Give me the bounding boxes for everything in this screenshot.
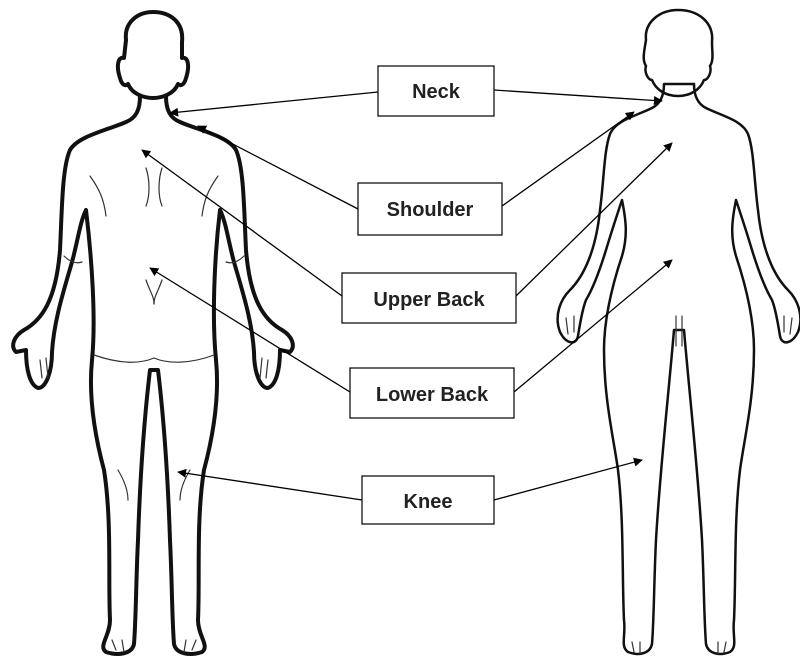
label-neck: Neck — [378, 66, 494, 116]
knee-arrow-male — [178, 472, 362, 500]
label-lower-back-text: Lower Back — [376, 384, 489, 406]
neck-arrow-male — [170, 92, 378, 113]
label-knee-text: Knee — [404, 491, 453, 513]
lower-back-arrow-female — [514, 260, 672, 392]
label-lower-back: Lower Back — [350, 368, 514, 418]
male-head-outline — [118, 12, 188, 98]
label-upper-back: Upper Back — [342, 273, 516, 323]
label-upper-back-text: Upper Back — [373, 289, 485, 311]
label-shoulder-text: Shoulder — [387, 199, 474, 221]
female-figure-front-view — [558, 10, 800, 654]
female-body-outline — [558, 84, 800, 654]
label-shoulder: Shoulder — [358, 183, 502, 235]
label-knee: Knee — [362, 476, 494, 524]
male-figure-back-view — [13, 12, 293, 654]
label-neck-text: Neck — [412, 81, 461, 103]
neck-arrow-female — [494, 90, 662, 101]
shoulder-arrow-female — [502, 112, 634, 206]
upper-back-arrow-female — [516, 143, 672, 296]
male-body-outline — [13, 96, 293, 654]
